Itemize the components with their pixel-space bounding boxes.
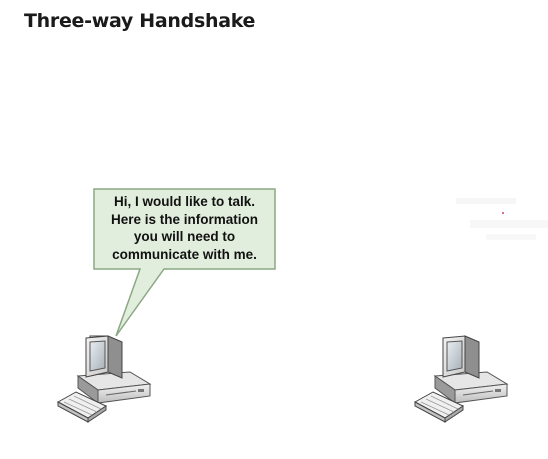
bubble-line-2: Here is the information xyxy=(110,211,259,227)
bubble-line-3: you will need to xyxy=(133,229,236,244)
faint-artifact xyxy=(456,198,548,240)
slide-title: Three-way Handshake xyxy=(24,10,256,32)
bubble-line-4: communicate with me. xyxy=(112,246,257,262)
speech-bubble-text: Hi, I would like to talk. Here is the in… xyxy=(94,189,275,269)
right-computer-icon xyxy=(413,335,509,423)
bubble-line-1: Hi, I would like to talk. xyxy=(113,194,256,209)
left-computer-icon xyxy=(56,335,152,423)
speech-bubble-shape xyxy=(93,188,276,337)
